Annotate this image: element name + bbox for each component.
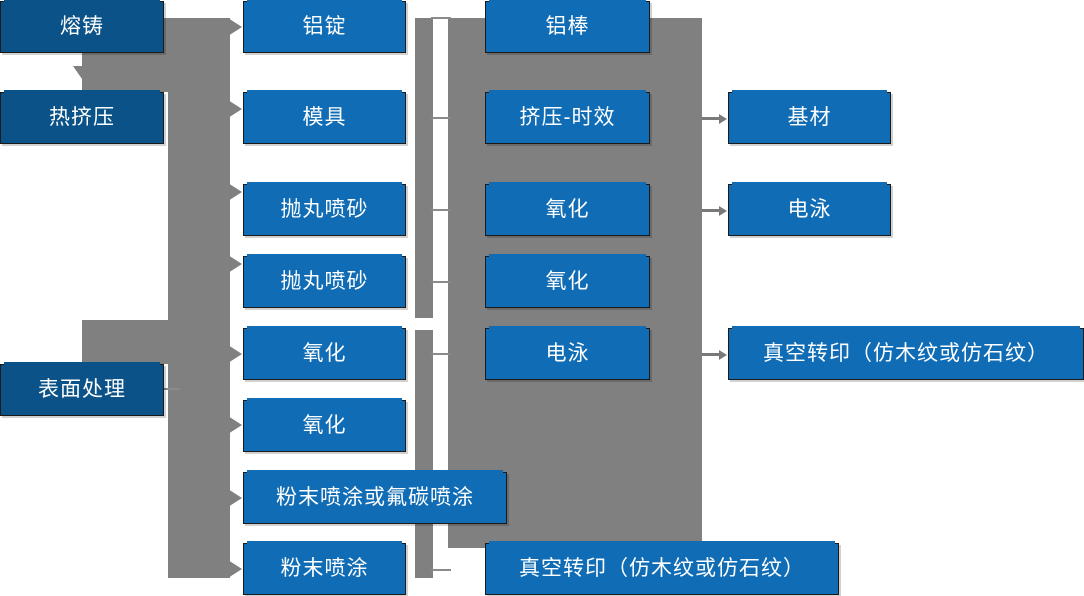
connector-rung-2	[431, 117, 451, 119]
node-label: 氧化	[302, 414, 347, 438]
node-cap	[247, 182, 402, 186]
node-label: 粉末喷涂	[280, 557, 369, 581]
connector-arrowhead-to-yanghua1	[228, 345, 242, 363]
arrow-to-zhenkong2	[702, 350, 728, 360]
node-yanghua-col3-2[interactable]: 氧化	[485, 254, 650, 308]
connector-surface-stub-line	[164, 388, 180, 390]
node-jicai[interactable]: 基材	[728, 90, 891, 144]
connector-rung-6	[431, 569, 451, 571]
node-zhenkongzhuanyin-col3[interactable]: 真空转印（仿木纹或仿石纹）	[485, 541, 839, 595]
node-cap	[732, 90, 887, 94]
node-cap	[489, 0, 646, 3]
connector-mid-bar-left-lower	[415, 330, 433, 578]
node-label: 基材	[787, 106, 832, 130]
connector-stage-vertical-stub	[82, 52, 168, 92]
node-label: 铝棒	[545, 15, 590, 39]
node-cap	[4, 90, 160, 94]
node-cap	[247, 0, 402, 3]
node-label: 氧化	[545, 270, 590, 294]
connector-arrowhead-to-fenmopentu	[228, 560, 242, 578]
node-label: 氧化	[545, 198, 590, 222]
node-cap	[247, 470, 503, 474]
node-cap	[247, 90, 402, 94]
node-cap	[247, 398, 402, 402]
node-label: 铝锭	[302, 15, 347, 39]
node-cap	[732, 182, 887, 186]
connector-mid-bar-left	[415, 18, 433, 318]
node-biaomianchuli[interactable]: 表面处理	[0, 362, 164, 416]
arrow-to-jicai	[702, 114, 728, 124]
node-ludeng[interactable]: 铝锭	[243, 0, 406, 53]
node-label: 熔铸	[60, 15, 104, 39]
connector-arrowhead-to-muju	[228, 100, 242, 118]
arrow-to-dianyong2	[702, 206, 728, 216]
node-rongzhu[interactable]: 熔铸	[0, 0, 164, 53]
node-jiya-shixiao[interactable]: 挤压-时效	[485, 90, 650, 144]
node-label: 表面处理	[38, 378, 126, 402]
connector-arrowhead-to-paowan2	[228, 255, 242, 273]
node-label: 粉末喷涂或氟碳喷涂	[276, 486, 474, 510]
connector-rung-4	[431, 281, 451, 283]
connector-arrowhead-to-yanghua2	[228, 416, 242, 434]
connector-main-bar	[168, 18, 230, 578]
node-label: 电泳	[787, 198, 832, 222]
node-paowanpensha-2[interactable]: 抛丸喷砂	[243, 254, 406, 308]
node-zhenkongzhuanyin-col4[interactable]: 真空转印（仿木纹或仿石纹）	[728, 326, 1084, 380]
node-yanghua-col2-1[interactable]: 氧化	[243, 326, 406, 380]
node-label: 电泳	[545, 342, 590, 366]
node-cap	[489, 90, 646, 94]
node-label: 抛丸喷砂	[280, 198, 369, 222]
node-fenmopentu-huo-futanpentu[interactable]: 粉末喷涂或氟碳喷涂	[243, 470, 507, 524]
node-label: 挤压-时效	[519, 106, 616, 130]
node-cap	[732, 326, 1080, 330]
node-cap	[489, 541, 835, 545]
node-lubang[interactable]: 铝棒	[485, 0, 650, 53]
connector-rung-5	[431, 353, 451, 355]
node-cap	[4, 0, 160, 3]
connector-arrowhead-to-fenmofutan	[228, 489, 242, 507]
connector-arrowhead-to-ludeng	[228, 18, 242, 36]
node-cap	[247, 254, 402, 258]
node-dianyong-col3[interactable]: 电泳	[485, 326, 650, 380]
node-cap	[247, 326, 402, 330]
node-paowanpensha-1[interactable]: 抛丸喷砂	[243, 182, 406, 236]
connector-arrowhead-to-paowan1	[228, 183, 242, 201]
node-label: 模具	[302, 106, 347, 130]
connector-stage-arrowhead-down	[73, 66, 91, 79]
node-cap	[489, 182, 646, 186]
node-cap	[489, 326, 646, 330]
connector-rung-1	[431, 17, 451, 19]
node-label: 真空转印（仿木纹或仿石纹）	[519, 557, 805, 581]
node-fenmopentu[interactable]: 粉末喷涂	[243, 541, 406, 595]
node-cap	[489, 254, 646, 258]
node-yanghua-col3-1[interactable]: 氧化	[485, 182, 650, 236]
node-label: 抛丸喷砂	[280, 270, 369, 294]
node-muju[interactable]: 模具	[243, 90, 406, 144]
node-label: 真空转印（仿木纹或仿石纹）	[763, 342, 1049, 366]
node-rejiya[interactable]: 热挤压	[0, 90, 164, 144]
node-dianyong-col4[interactable]: 电泳	[728, 182, 891, 236]
node-label: 热挤压	[49, 106, 115, 130]
connector-surface-notch	[82, 320, 176, 364]
node-cap	[247, 541, 402, 545]
node-label: 氧化	[302, 342, 347, 366]
node-cap	[4, 362, 160, 366]
connector-rung-3	[431, 209, 451, 211]
node-yanghua-col2-2[interactable]: 氧化	[243, 398, 406, 452]
